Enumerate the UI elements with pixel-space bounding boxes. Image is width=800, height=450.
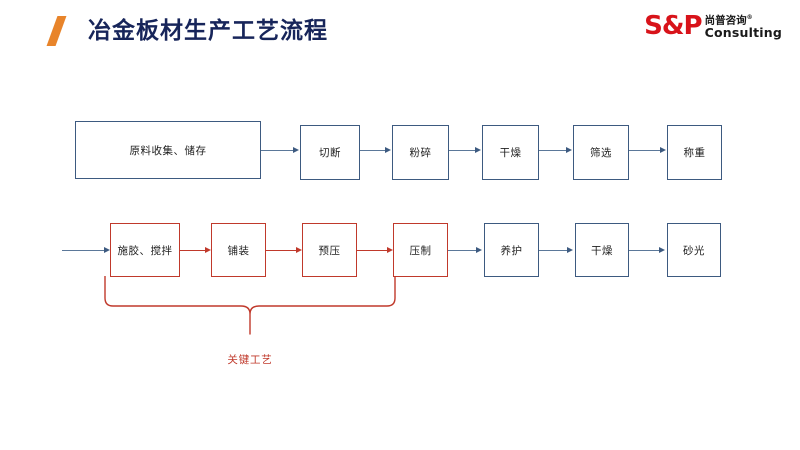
- flow-node-label: 干燥: [499, 147, 522, 159]
- logo-chinese-name: 尚普咨询®: [705, 12, 782, 27]
- logo-mark-text: S&P: [644, 11, 702, 41]
- flow-node-label: 粉碎: [409, 147, 432, 159]
- arrowhead-row2-2-3-icon: [296, 246, 302, 253]
- flow-node-row2-6[interactable]: 干燥: [575, 223, 629, 277]
- brand-logo: S&P 尚普咨询® Consulting: [644, 8, 782, 44]
- connector-row2-3-4: [357, 250, 388, 251]
- arrowhead-row1-1-2-icon: [293, 146, 299, 153]
- flow-node-row2-4[interactable]: 压制: [393, 223, 448, 277]
- page-header: 冶金板材生产工艺流程 S&P 尚普咨询® Consulting: [0, 0, 800, 62]
- page-title: 冶金板材生产工艺流程: [88, 18, 328, 44]
- arrowhead-row2-1-2-icon: [205, 246, 211, 253]
- key-process-caption: 关键工艺: [227, 354, 273, 366]
- flow-node-label: 筛选: [590, 147, 612, 159]
- flow-node-label: 切断: [319, 147, 341, 159]
- flow-node-label: 铺装: [227, 244, 250, 257]
- flow-node-row2-1[interactable]: 施胶、搅拌: [110, 223, 180, 277]
- arrowhead-row1-5-6-icon: [660, 146, 666, 153]
- flow-node-row1-1[interactable]: 原料收集、储存: [75, 121, 261, 179]
- arrowhead-row1-3-4-icon: [475, 146, 481, 153]
- flow-node-row1-4[interactable]: 干燥: [482, 125, 539, 180]
- flow-node-label: 预压: [318, 244, 341, 257]
- connector-row2-2-3: [266, 250, 297, 251]
- flow-node-label: 砂光: [683, 244, 705, 257]
- connector-row2-5-6: [539, 250, 568, 251]
- flow-node-row1-6[interactable]: 称重: [667, 125, 722, 180]
- flow-node-row1-5[interactable]: 筛选: [573, 125, 629, 180]
- logo-chinese-label: 尚普咨询: [704, 14, 747, 27]
- flow-node-row2-2[interactable]: 铺装: [211, 223, 266, 277]
- arrowhead-row2-6-7-icon: [659, 246, 665, 253]
- arrowhead-row1-2-3-icon: [385, 146, 391, 153]
- connector-row1-2-3: [360, 150, 386, 151]
- flow-node-label: 施胶、搅拌: [117, 244, 173, 257]
- connector-row1-3-4: [449, 150, 476, 151]
- arrowhead-row-wrap-entry-icon: [104, 246, 110, 253]
- arrowhead-row1-4-5-icon: [566, 146, 572, 153]
- connector-row2-6-7: [629, 250, 660, 251]
- flow-node-row1-2[interactable]: 切断: [300, 125, 360, 180]
- flow-node-label: 压制: [409, 244, 432, 257]
- arrowhead-row2-3-4-icon: [387, 246, 393, 253]
- arrowhead-row2-4-5-icon: [476, 246, 482, 253]
- flow-node-row2-7[interactable]: 砂光: [667, 223, 721, 277]
- registered-mark-icon: ®: [746, 13, 753, 21]
- connector-row-wrap-entry: [62, 250, 105, 251]
- logo-english-name: Consulting: [704, 25, 782, 41]
- arrowhead-row2-5-6-icon: [567, 246, 573, 253]
- logo-wordmark: 尚普咨询® Consulting: [705, 12, 782, 41]
- connector-row1-1-2: [261, 150, 294, 151]
- connector-row1-4-5: [539, 150, 567, 151]
- connector-row2-4-5: [448, 250, 477, 251]
- connector-row2-1-2: [180, 250, 206, 251]
- flow-node-label: 称重: [683, 147, 706, 159]
- connector-row1-5-6: [629, 150, 661, 151]
- key-process-brace-icon: [104, 276, 396, 335]
- flow-node-row2-5[interactable]: 养护: [484, 223, 539, 277]
- flow-node-label: 原料收集、储存: [129, 144, 207, 157]
- flow-node-row2-3[interactable]: 预压: [302, 223, 357, 277]
- flow-node-label: 养护: [500, 244, 523, 257]
- flow-node-label: 干燥: [591, 244, 613, 257]
- flow-node-row1-3[interactable]: 粉碎: [392, 125, 449, 180]
